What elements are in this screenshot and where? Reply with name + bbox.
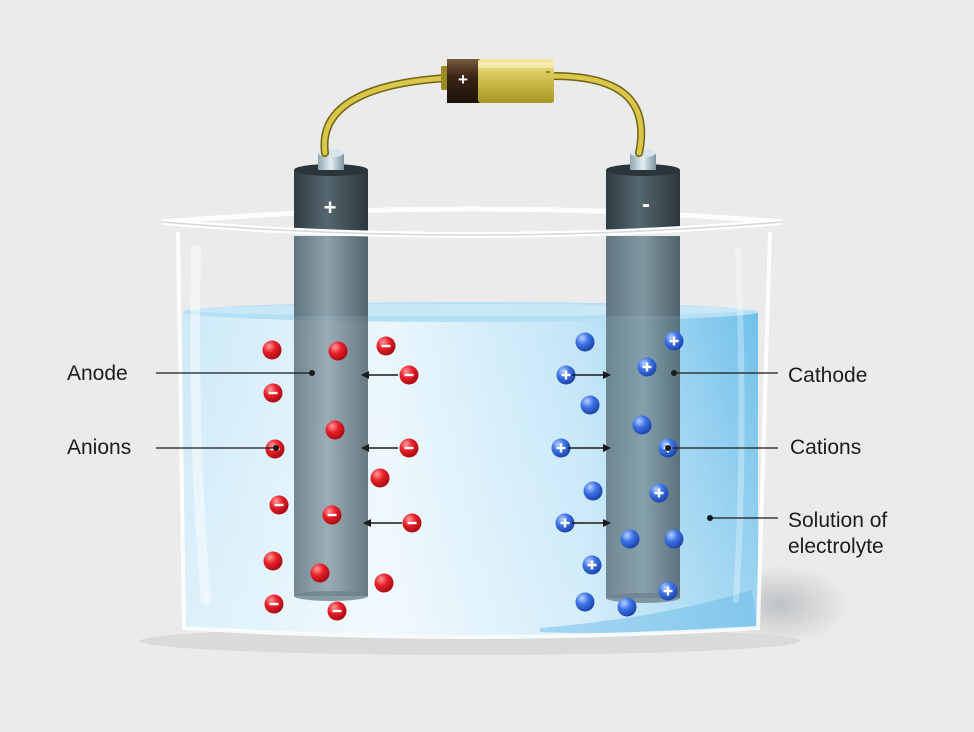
cation-particle: [617, 597, 637, 617]
anode-electrode: [294, 149, 368, 601]
cation-particle: [649, 483, 669, 503]
anode-label: Anode: [67, 362, 128, 385]
solution-leader-dot: [707, 515, 713, 521]
anion-particle: [325, 420, 345, 440]
cation-particle: [575, 332, 595, 352]
cation-particle: [632, 415, 652, 435]
beaker-back-rim: [161, 206, 783, 225]
cation-particle: [551, 438, 571, 458]
cation-particle: [575, 592, 595, 612]
anion-particle: [322, 505, 342, 525]
anion-particles: [262, 336, 422, 621]
ion-migration-arrows: [361, 371, 611, 527]
anion-particle: [263, 551, 283, 571]
solution-label-line2: electrolyte: [788, 535, 884, 558]
anion-particle: [402, 513, 422, 533]
cations-label: Cations: [790, 436, 862, 459]
cation-particle: [582, 555, 602, 575]
anion-particle: [328, 341, 348, 361]
anode-cap-sign: +: [324, 195, 337, 220]
cathode-leader-dot: [671, 370, 677, 376]
anion-particle: [327, 601, 347, 621]
cation-particle: [664, 529, 684, 549]
anion-particle: [399, 365, 419, 385]
battery: [441, 59, 554, 103]
anions-label: Anions: [67, 436, 132, 459]
cathode-label: Cathode: [788, 364, 868, 387]
cation-particle: [664, 331, 684, 351]
beaker: [161, 219, 783, 639]
solution-label-line1: Solution of: [788, 509, 888, 532]
anion-particle: [263, 383, 283, 403]
anion-particle: [374, 573, 394, 593]
cation-particle: [637, 357, 657, 377]
cations-leader-dot: [665, 445, 671, 451]
connecting-wire: [320, 72, 646, 157]
anode-leader-dot: [309, 370, 315, 376]
cation-particles: [551, 331, 684, 617]
cation-particle: [658, 581, 678, 601]
anion-particle: [376, 336, 396, 356]
anion-particle: [264, 594, 284, 614]
anion-particle: [399, 438, 419, 458]
battery-positive-sign: +: [458, 70, 468, 89]
cation-particle: [620, 529, 640, 549]
anions-leader-dot: [273, 445, 279, 451]
anion-particle: [370, 468, 390, 488]
cation-particle: [583, 481, 603, 501]
cation-particle: [580, 395, 600, 415]
cathode-cap-sign: -: [642, 191, 650, 218]
cation-particle: [555, 513, 575, 533]
anion-particle: [310, 563, 330, 583]
anion-particle: [269, 495, 289, 515]
label-leader-lines: [156, 370, 778, 521]
anion-particle: [262, 340, 282, 360]
cation-particle: [556, 365, 576, 385]
